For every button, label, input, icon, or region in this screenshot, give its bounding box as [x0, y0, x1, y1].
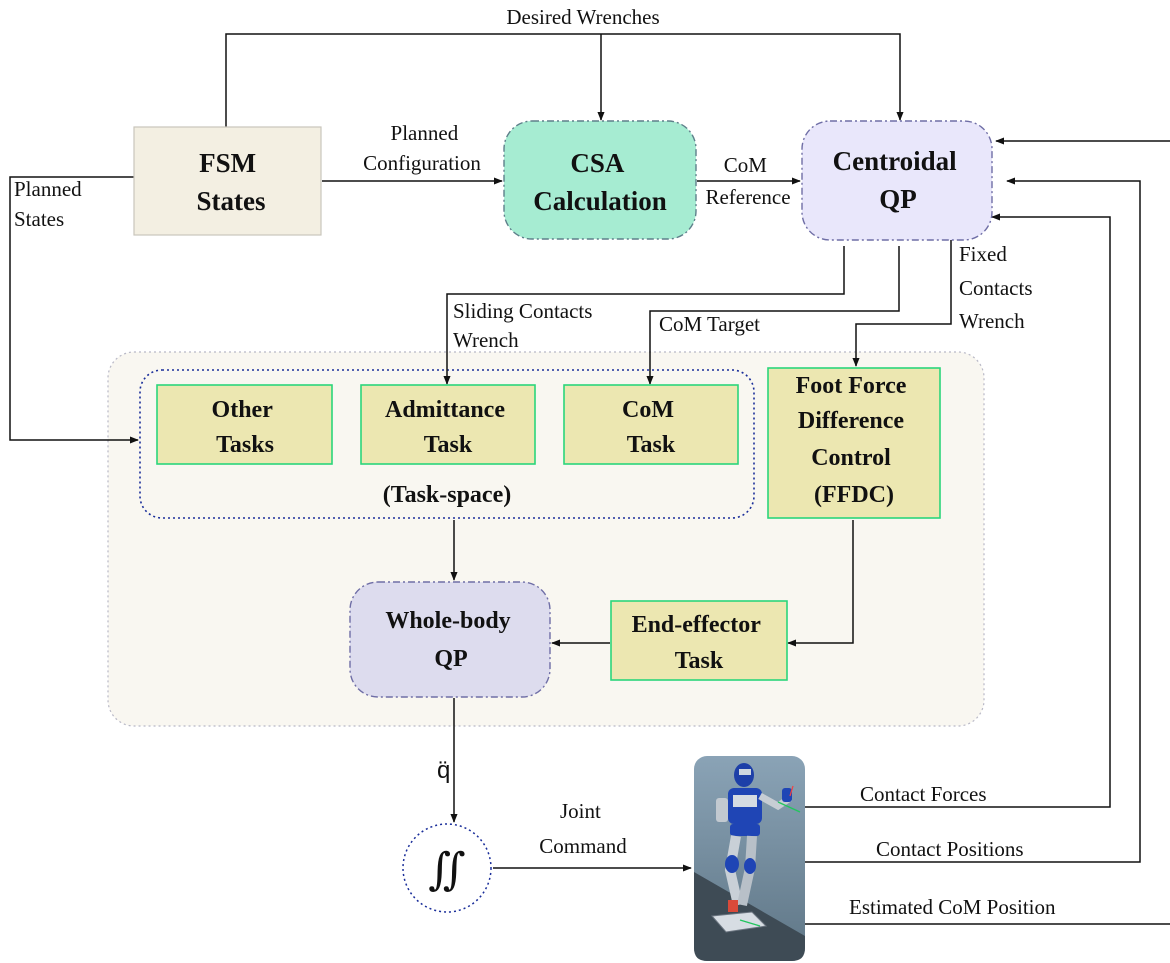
estimated-com-position-label: Estimated CoM Position	[849, 895, 1056, 919]
sliding-contacts-line-2: Wrench	[453, 328, 519, 352]
ffdc-line-2: Difference	[798, 408, 905, 434]
wbqp-line-2: QP	[434, 646, 467, 672]
fsm-states-node: FSM States	[133, 126, 322, 236]
wbqp-line-1: Whole-body	[385, 608, 510, 634]
svg-text:Other Tasks: Other Tasks	[212, 397, 279, 458]
end-effector-line-2: Task	[675, 648, 724, 674]
ffdc-to-end-effector-edge	[787, 520, 854, 647]
svg-text:Whole-body QP: Whole-body QP	[385, 608, 516, 672]
fixed-contacts-line-3: Wrench	[959, 309, 1025, 333]
csa-calculation-node: CSA Calculation	[503, 120, 697, 240]
svg-text:End-effector Task: End-effector Task	[632, 612, 767, 674]
svg-text:CoM Task: CoM Task	[622, 397, 680, 458]
contact-forces-edge	[800, 213, 1111, 808]
svg-text:Centroidal QP: Centroidal QP	[833, 146, 964, 214]
double-integrator-node: ∬	[402, 823, 492, 913]
fixed-contacts-wrench-edge	[852, 240, 952, 367]
planned-states-edge	[9, 176, 139, 444]
planned-configuration-line-1: Planned	[391, 121, 459, 145]
admittance-task-line-1: Admittance	[385, 397, 505, 423]
sliding-contacts-line-1: Sliding Contacts	[453, 299, 592, 323]
com-target-label: CoM Target	[659, 312, 760, 336]
admittance-task-line-2: Task	[424, 432, 473, 458]
humanoid-robot-image	[694, 756, 805, 961]
centroidal-qp-line-2: QP	[879, 184, 917, 214]
other-tasks-node: Other Tasks	[156, 384, 333, 465]
fixed-contacts-wrench-label: Fixed Contacts Wrench	[959, 242, 1038, 333]
whole-body-qp-node: Whole-body QP	[349, 581, 551, 698]
ffdc-node: Foot Force Difference Control (FFDC)	[767, 367, 941, 519]
svg-text:Admittance Task: Admittance Task	[385, 397, 511, 458]
desired-wrenches-edge	[225, 33, 904, 127]
planned-configuration-line-2: Configuration	[363, 151, 481, 175]
csa-line-1: CSA	[570, 148, 625, 178]
com-reference-label: CoM Reference	[705, 153, 790, 209]
planned-states-line-1: Planned	[14, 177, 82, 201]
fixed-contacts-line-2: Contacts	[959, 276, 1033, 300]
centroidal-qp-node: Centroidal QP	[801, 120, 993, 241]
sliding-contacts-wrench-edge	[443, 246, 845, 385]
sliding-contacts-wrench-label: Sliding Contacts Wrench	[453, 299, 598, 352]
end-effector-line-1: End-effector	[632, 612, 762, 638]
joint-command-line-2: Command	[539, 834, 627, 858]
other-tasks-line-2: Tasks	[216, 432, 274, 458]
com-target-edge	[646, 246, 900, 385]
fixed-contacts-line-1: Fixed	[959, 242, 1007, 266]
joint-command-line-1: Joint	[560, 799, 601, 823]
fsm-line-2: States	[197, 186, 266, 216]
svg-text:FSM States: FSM States	[197, 148, 266, 216]
com-task-line-2: Task	[627, 432, 676, 458]
qddot-label: q̈	[437, 757, 450, 784]
contact-positions-edge	[800, 177, 1141, 863]
contact-positions-label: Contact Positions	[876, 837, 1024, 861]
joint-command-label: Joint Command	[539, 799, 627, 858]
com-task-line-1: CoM	[622, 397, 674, 423]
com-task-node: CoM Task	[563, 384, 739, 465]
ffdc-line-3: Control	[811, 445, 891, 471]
double-integral-symbol: ∬	[428, 845, 465, 894]
task-space-label: (Task-space)	[383, 482, 511, 508]
com-reference-line-1: CoM	[724, 153, 768, 177]
edges	[9, 33, 1170, 925]
planned-states-line-2: States	[14, 207, 64, 231]
other-tasks-line-1: Other	[212, 397, 274, 423]
planned-states-label: Planned States	[14, 177, 87, 231]
svg-text:Foot Force Difference: Foot Force Difference Control (FFDC)	[796, 373, 913, 508]
planned-configuration-label: Planned Configuration	[363, 121, 481, 175]
admittance-task-node: Admittance Task	[360, 384, 536, 465]
fsm-line-1: FSM	[199, 148, 256, 178]
csa-line-2: Calculation	[533, 186, 667, 216]
com-reference-line-2: Reference	[705, 185, 790, 209]
ffdc-line-1: Foot Force	[796, 373, 907, 399]
svg-text:CSA Calculation: CSA Calculation	[533, 148, 667, 216]
end-effector-task-node: End-effector Task	[610, 600, 788, 681]
contact-forces-label: Contact Forces	[860, 782, 987, 806]
ffdc-line-4: (FFDC)	[814, 482, 894, 508]
centroidal-qp-line-1: Centroidal	[833, 146, 958, 176]
desired-wrenches-label: Desired Wrenches	[506, 5, 659, 29]
